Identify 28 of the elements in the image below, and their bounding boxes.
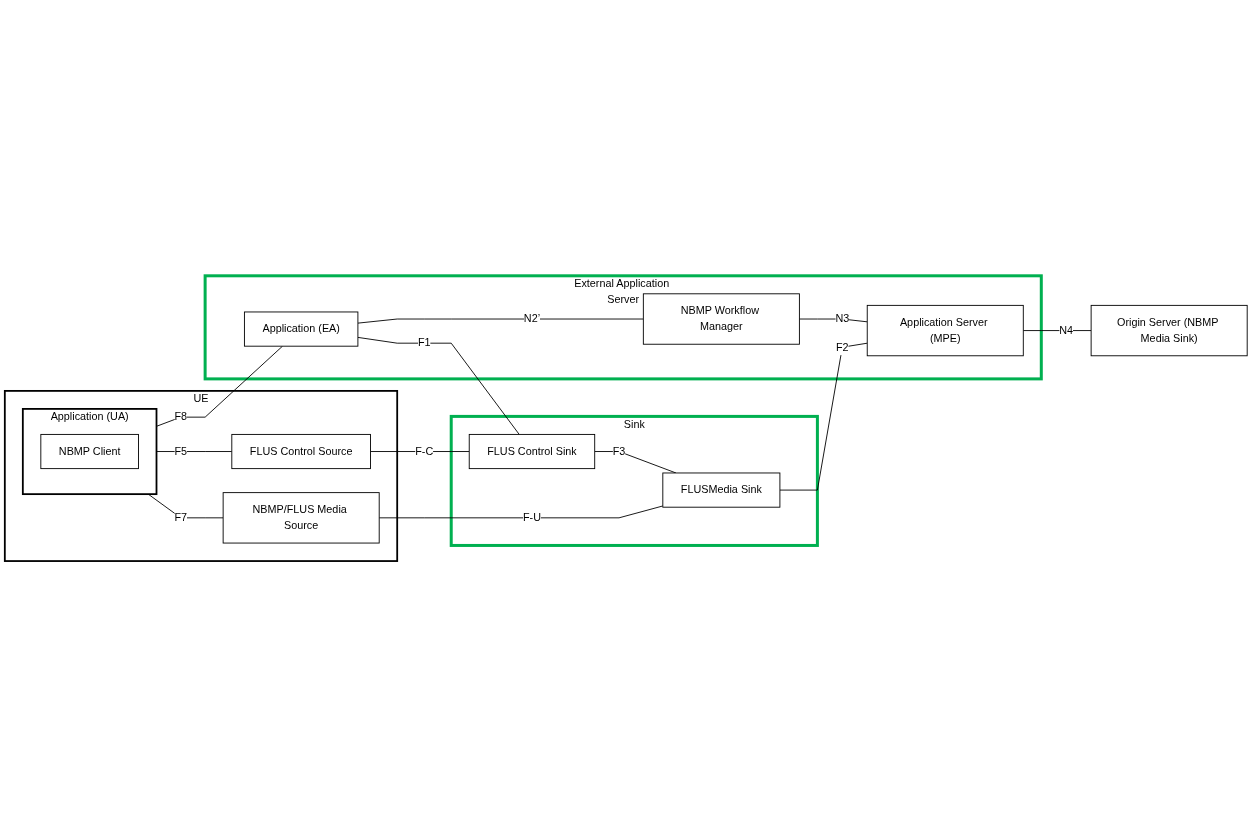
connector <box>779 342 868 491</box>
node-box: FLUSMedia Sink <box>662 472 781 508</box>
node-box: FLUS Control Sink <box>468 433 596 469</box>
node-box: NBMP Client <box>40 433 139 469</box>
edge-label: F3 <box>612 444 626 457</box>
node-box: Application (EA) <box>243 311 359 347</box>
node-box: FLUS Control Source <box>231 433 371 469</box>
connector <box>370 450 470 452</box>
connector <box>357 336 520 435</box>
node-box: Application Server (MPE) <box>866 304 1024 356</box>
connector <box>147 493 224 518</box>
edge-label: F7 <box>174 511 188 524</box>
node-box: Origin Server (NBMP Media Sink) <box>1090 304 1248 356</box>
edge-label: N4 <box>1059 323 1074 336</box>
edge-label: F2 <box>836 340 849 353</box>
edge-label: F5 <box>174 444 188 457</box>
edge-label: F-C <box>415 444 434 457</box>
node-box: NBMP Workflow Manager <box>642 292 800 345</box>
connector <box>798 318 868 322</box>
edge-label: F-U <box>522 511 541 524</box>
edge-label: N3 <box>835 312 850 325</box>
node-box: NBMP/FLUS Media Source <box>222 491 380 544</box>
edge-label: N2’ <box>523 312 541 325</box>
connector <box>378 505 664 518</box>
edge-label: F1 <box>417 336 431 349</box>
connector <box>156 345 283 427</box>
edge-label: F8 <box>174 410 188 423</box>
connector <box>357 318 644 324</box>
